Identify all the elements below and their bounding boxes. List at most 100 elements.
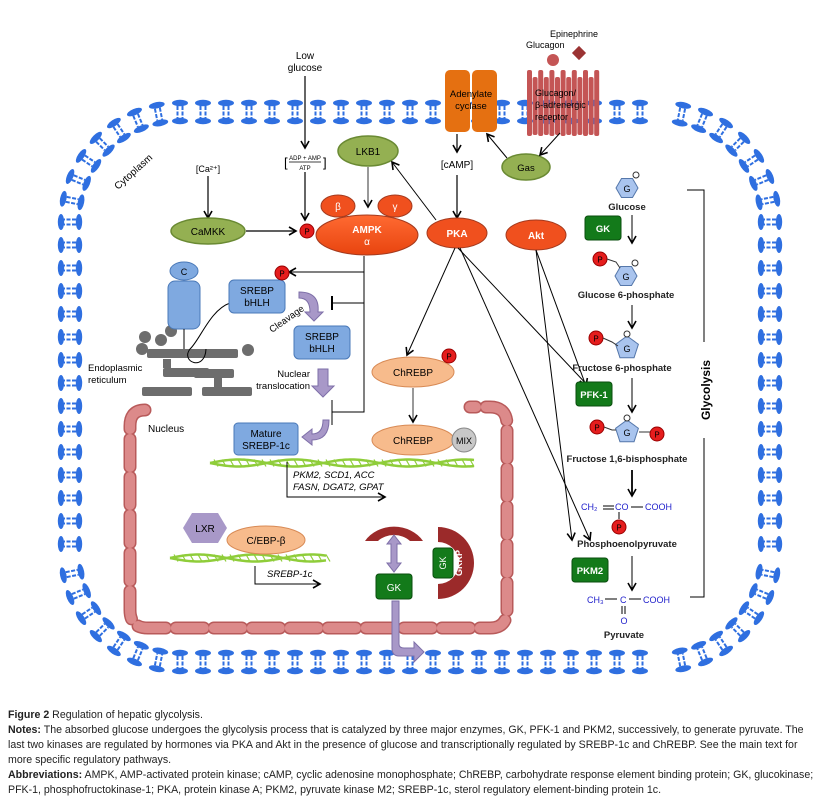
lipid-pair [755,190,781,211]
lipid-pair [172,99,188,125]
nuclear-translocation-label: Nuclear [277,369,310,380]
receptor-label: Glucagon/ [535,88,577,98]
metabolite-label: Fructose 1,6-bisphosphate [567,454,688,465]
lipid-pair [709,630,733,657]
svg-text:GK: GK [438,556,448,569]
metabolite-label: Fructose 6-phosphate [572,363,671,374]
lipid-pair [757,513,783,529]
pka-lkb1-arrow [391,160,437,221]
lipid-pair [126,641,149,667]
receptor-helix [560,70,566,136]
gk-gkrp-complex: GKRP GK [432,527,474,599]
lipid-pair [57,237,83,253]
notes-text: The absorbed glucose undergoes the glyco… [8,724,804,766]
phosphate-label: P [593,335,598,344]
lipid-pair [172,649,188,675]
lipid-pair [287,649,303,675]
lipid-pair [333,99,349,125]
lipid-pair [264,99,280,125]
epinephrine-label: Epinephrine [550,29,598,39]
lipid-pair [471,649,487,675]
receptor-helix [527,70,532,136]
lipid-pair [402,99,418,125]
lipid-pair [586,649,602,675]
lipid-pair [148,101,169,127]
pka-pkm2-arrow [459,247,592,542]
lipid-pair [126,107,149,133]
lipid-pair [65,583,91,606]
svg-text:ChREBP: ChREBP [393,436,433,447]
lipid-pair [287,99,303,125]
cleavage-arrow [298,291,325,322]
abbreviations-label: Abbreviations: [8,769,83,781]
svg-text:GK: GK [387,583,402,594]
hexose-ring [615,177,639,199]
lipid-pair [755,563,781,584]
chrebp-cytoplasmic: ChREBP [371,356,455,388]
lipid-pair [379,99,395,125]
svg-text:CaMKK: CaMKK [191,227,226,238]
pka-chrebp-arrow [405,247,456,357]
svg-text:Mature: Mature [250,429,282,440]
ampk-inhibit-line [332,256,365,413]
sugar-letter: G [623,184,630,194]
svg-text:Gas: Gas [517,163,535,174]
svg-text:MIX: MIX [456,436,472,446]
svg-text:GKRP: GKRP [454,550,464,576]
lipid-pair [57,375,83,391]
lipid-pair [379,649,395,675]
lipid-pair [310,649,326,675]
lipid-pair [757,536,783,552]
lipid-pair [757,467,783,483]
camp-label: [cAMP] [441,160,473,171]
svg-text:Adenylate: Adenylate [450,89,492,100]
receptor-gas-arrow [538,132,561,157]
lipid-pair [586,99,602,125]
nucleus-label: Nucleus [148,424,184,435]
lipid-pair [57,536,83,552]
svg-text:AMPK: AMPK [352,225,382,236]
lipid-pair [749,168,775,191]
er-label: Endoplasmic [88,363,143,374]
hexose-ring [614,265,638,287]
phosphate-label: P [616,524,621,533]
lipid-pair [57,444,83,460]
lipid-pair [218,649,234,675]
lipid-pair [75,149,102,173]
glycolysis-label: Glycolysis [699,360,713,420]
lkb1-node: LKB1 [337,135,399,167]
ampk-phospho: P [299,223,315,239]
chrebp-nuclear: ChREBP MIX [371,424,477,456]
receptor-helix [549,70,555,136]
hepatic-glycolysis-diagram: Cytoplasm Nucleus Low glucose [ ] ADP + … [57,29,783,675]
lipid-pair [356,99,372,125]
receptor-helix [588,77,594,135]
glycolysis-bracket-top [687,189,705,342]
lipid-pair [691,641,714,667]
receptor-helix [532,77,538,135]
target-genes-arrow [286,462,387,502]
receptor-helix [577,77,583,135]
target-genes: PKM2, SCD1, ACC [293,470,375,481]
nucleus-envelope [123,400,514,635]
receptor-helix [555,77,560,135]
svg-text:α: α [364,237,370,248]
dna-strand-lower [169,553,331,563]
pyr-cooh: COOH [643,595,670,605]
metabolite-label: Glucose [608,202,646,213]
svg-text:LXR: LXR [195,524,214,535]
lipid-pair [107,630,131,657]
lipid-pair [757,490,783,506]
lipid-pair [725,617,751,643]
lipid-pair [57,329,83,345]
lipid-pair [757,214,783,230]
phosphate-label: P [594,424,599,433]
svg-text:bHLH: bHLH [244,298,270,309]
mature-srebp1c: Mature SREBP-1c [233,422,299,456]
target-genes-2: FASN, DGAT2, GPAT [293,482,385,493]
gk-export-arrow [391,600,425,664]
pep-ch2: CH₂ [581,502,598,512]
lipid-pair [671,101,692,127]
lipid-pair [494,649,510,675]
